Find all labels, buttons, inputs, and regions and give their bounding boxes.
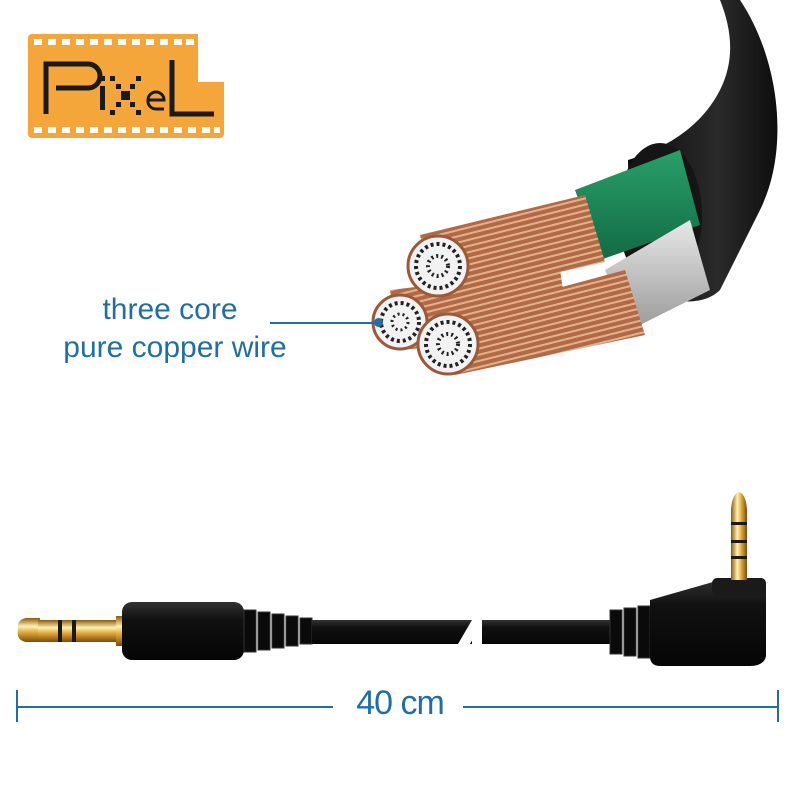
callout-dot	[374, 318, 383, 327]
callout-line2: pure copper wire	[63, 331, 287, 364]
dimension-label: 40 cm	[356, 684, 445, 722]
audio-cable-image	[0, 470, 800, 670]
callout-line1: three core	[102, 293, 238, 326]
cable-cross-section-image	[360, 0, 800, 400]
dimension-right-tick	[777, 690, 779, 722]
pixel-logo	[28, 34, 224, 138]
dimension-line-left	[17, 706, 333, 708]
callout-leader-line	[270, 322, 378, 324]
dimension-line-right	[463, 706, 778, 708]
